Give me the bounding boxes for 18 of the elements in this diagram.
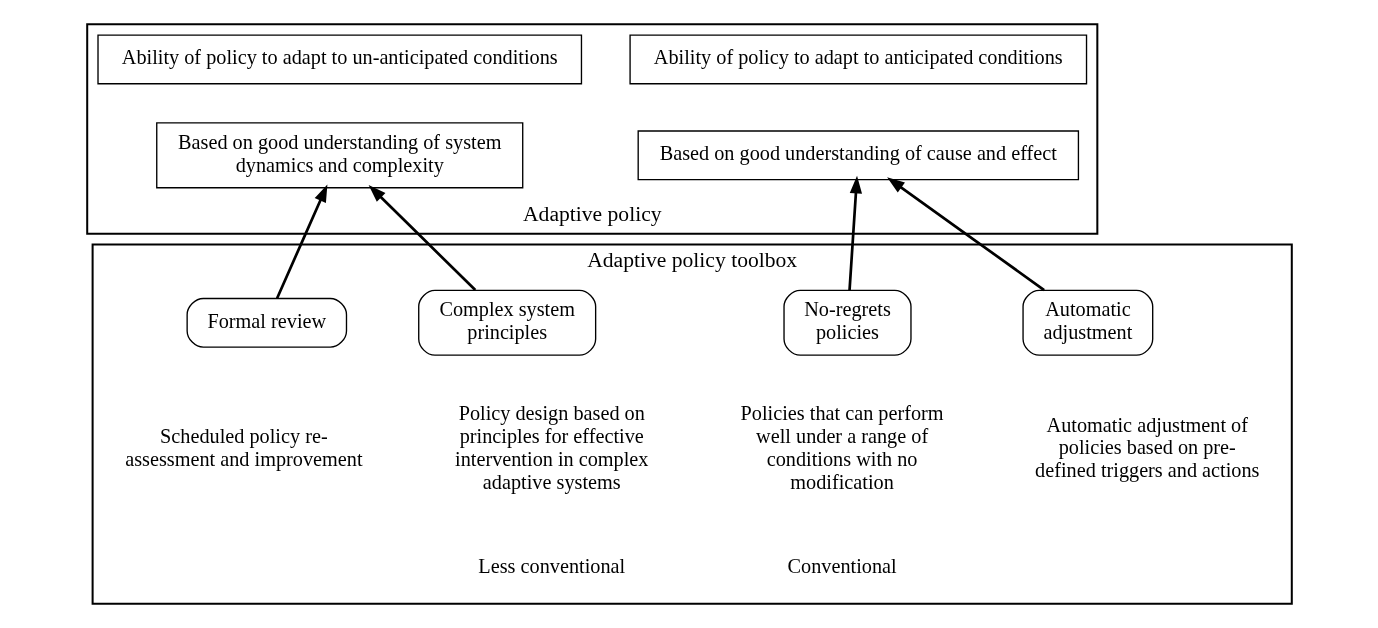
node-box: Based on good understanding of system dynamics and complexity bbox=[155, 122, 523, 189]
arrow bbox=[368, 185, 476, 292]
node-box: Automatic adjustment bbox=[1021, 289, 1153, 356]
node-label: Policy design based on principles for effective intervention in complex adaptive systems bbox=[454, 402, 648, 493]
node-label: Policies that can perform well under a range of conditions with no modification bbox=[740, 402, 944, 493]
node-box: Ability of policy to adapt to un-anticipated conditions bbox=[96, 34, 582, 85]
arrow bbox=[275, 184, 327, 299]
node-box: Formal review bbox=[185, 297, 347, 348]
node-box: Based on good understanding of cause and effect bbox=[637, 130, 1079, 181]
node-box: Complex system principles bbox=[417, 289, 596, 356]
node-label: Automatic adjustment of policies based on pre-defined triggers and actions bbox=[1034, 413, 1259, 482]
node-box: No-regrets policies bbox=[782, 289, 912, 356]
node-label: Scheduled policy re-assessment and improvement bbox=[124, 424, 363, 470]
arrow bbox=[847, 175, 862, 291]
arrow bbox=[886, 177, 1045, 292]
node-box: Ability of policy to adapt to anticipated conditions bbox=[628, 34, 1087, 85]
label: Conventional bbox=[787, 555, 897, 578]
label: Less conventional bbox=[477, 555, 625, 578]
